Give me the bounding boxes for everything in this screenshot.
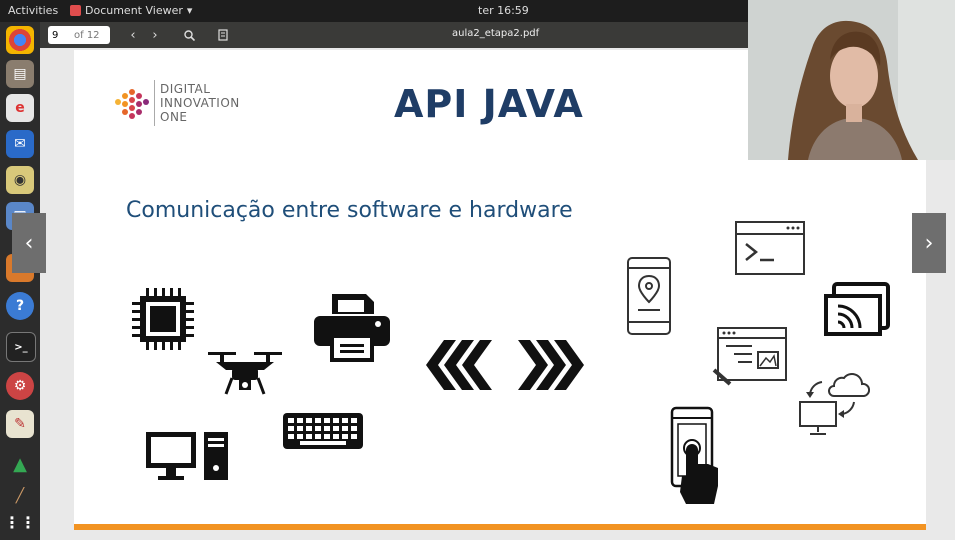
chrome-icon[interactable]	[6, 26, 34, 54]
disk-icon[interactable]: ◉	[6, 166, 34, 194]
bidirectional-arrows-icon	[426, 340, 584, 390]
files-icon[interactable]: ▤	[6, 60, 34, 88]
slide-accent-bar	[74, 524, 926, 530]
keyboard-icon	[283, 413, 363, 449]
app-menu[interactable]: Document Viewer ▾	[70, 4, 192, 17]
viewer-toolbar: of 12 ‹ › aula2_etapa2.pdf	[40, 22, 748, 48]
screen-cast-icon	[824, 282, 890, 336]
search-icon[interactable]	[180, 26, 198, 44]
text-editor-icon[interactable]: ✎	[6, 410, 34, 438]
logo-text: DIGITAL INNOVATION ONE	[160, 82, 240, 124]
cloud-sync-icon	[799, 373, 870, 435]
app-menu-label: Document Viewer	[85, 4, 183, 17]
pen-icon[interactable]: ╱	[15, 488, 25, 504]
document-title: aula2_etapa2.pdf	[452, 28, 540, 39]
desktop-computer-icon	[146, 432, 228, 480]
logo-mark-icon	[115, 89, 149, 119]
terminal-window-icon	[735, 221, 805, 275]
slide-title: API JAVA	[394, 82, 584, 126]
chevron-down-icon: ▾	[186, 4, 193, 17]
terminal-icon[interactable]: >_	[6, 332, 36, 362]
help-icon[interactable]: ?	[6, 292, 34, 320]
cpu-chip-icon	[132, 288, 194, 350]
clock[interactable]: ter 16:59	[478, 4, 529, 17]
dock: ▤ e ✉ ◉ ▥ A ? >_ ⚙ ✎ ▲ ╱ ⋮⋮	[0, 22, 40, 540]
presenter-video	[748, 0, 955, 160]
slide-subtitle: Comunicação entre software e hardware	[126, 198, 573, 223]
webcam-overlay	[748, 0, 955, 160]
phone-location-icon	[627, 257, 671, 335]
web-editor-icon	[712, 327, 787, 386]
page-selector[interactable]: of 12	[48, 26, 110, 44]
google-drive-icon[interactable]: ▲	[13, 453, 27, 475]
page-total-label: of 12	[74, 29, 100, 41]
top-bar: Activities Document Viewer ▾ ter 16:59	[0, 0, 955, 22]
next-slide-button[interactable]: ›	[912, 213, 946, 273]
previous-page-button[interactable]: ‹	[130, 27, 136, 43]
pdf-page: DIGITAL INNOVATION ONE API JAVA Comunica…	[74, 50, 926, 530]
dio-logo: DIGITAL INNOVATION ONE	[112, 80, 262, 126]
chevron-left-icon: ‹	[24, 230, 34, 256]
document-viewer-icon	[70, 5, 81, 16]
chevron-right-icon: ›	[924, 230, 934, 256]
settings-icon[interactable]: ⚙	[6, 372, 34, 400]
printer-icon	[314, 294, 390, 362]
next-page-button[interactable]: ›	[152, 27, 158, 43]
annotations-icon[interactable]	[214, 26, 232, 44]
thunderbird-icon[interactable]: ✉	[6, 130, 34, 158]
activities-button[interactable]: Activities	[8, 4, 59, 17]
touch-phone-icon	[670, 406, 718, 504]
pdf-viewer-icon[interactable]: e	[6, 94, 34, 122]
show-apps-icon[interactable]: ⋮⋮	[4, 512, 36, 532]
previous-slide-button[interactable]: ‹	[12, 213, 46, 273]
page-number-input[interactable]	[48, 29, 74, 41]
drone-icon	[208, 352, 282, 395]
